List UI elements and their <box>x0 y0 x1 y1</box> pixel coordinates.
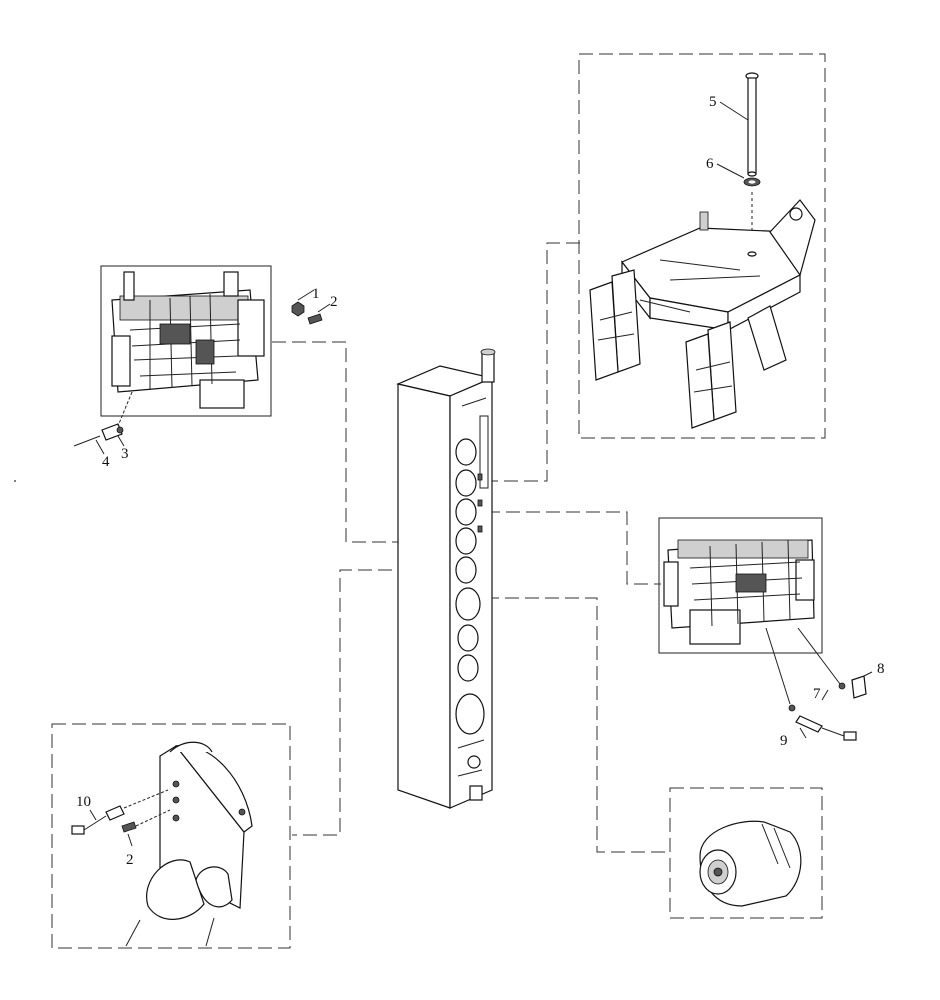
panel-knob-top <box>481 351 495 383</box>
callout-2-lower: 2 <box>126 852 134 868</box>
engine-left-box <box>100 265 272 417</box>
callout-6: 6 <box>706 156 714 172</box>
gauge-cluster <box>455 438 485 769</box>
flywheel-housing <box>125 741 253 947</box>
callout-3: 3 <box>121 446 129 462</box>
pin-part-5 <box>745 72 759 177</box>
cap-part-8 <box>851 675 867 699</box>
callout-7: 7 <box>813 686 821 702</box>
callout-4: 4 <box>102 454 110 470</box>
wire-part-4 <box>73 435 101 447</box>
chassis-detail-box <box>578 53 826 439</box>
sensor-part-3 <box>101 423 124 441</box>
callout-9: 9 <box>780 733 788 749</box>
callout-1: 1 <box>312 286 320 302</box>
panel-side <box>397 383 451 809</box>
nut-part-1 <box>291 301 305 317</box>
callout-8: 8 <box>877 661 885 677</box>
chassis-frame <box>589 199 816 429</box>
engine-right <box>663 539 815 645</box>
engine-left <box>111 271 265 409</box>
leader-6 <box>716 163 745 179</box>
sender-part-9 <box>788 704 857 741</box>
engine-right-group <box>658 517 873 741</box>
bolt-part-2 <box>307 313 323 325</box>
leader-5 <box>719 101 749 121</box>
alternator <box>699 820 802 907</box>
sensor-part-7 <box>838 682 846 690</box>
washer-part-6 <box>743 177 761 187</box>
alternator-group <box>669 787 823 919</box>
callout-5: 5 <box>709 94 717 110</box>
panel-knob-bottom <box>469 785 483 801</box>
sensor-part-10 <box>71 805 125 835</box>
callout-labels: 1 2 3 4 5 6 7 8 9 10 2 <box>76 94 885 868</box>
callout-10: 10 <box>76 794 91 810</box>
instrument-panel <box>396 348 496 809</box>
chassis-frame-group <box>578 53 826 439</box>
flywheel-housing-group <box>51 723 291 949</box>
flywheel-detail-box <box>51 723 291 949</box>
engine-left-group <box>73 265 331 455</box>
stray-mark <box>14 480 16 482</box>
bolt-part-2-lower <box>121 821 137 833</box>
callout-2: 2 <box>330 294 338 310</box>
connector-lines <box>272 242 668 853</box>
engine-right-box <box>658 517 823 654</box>
